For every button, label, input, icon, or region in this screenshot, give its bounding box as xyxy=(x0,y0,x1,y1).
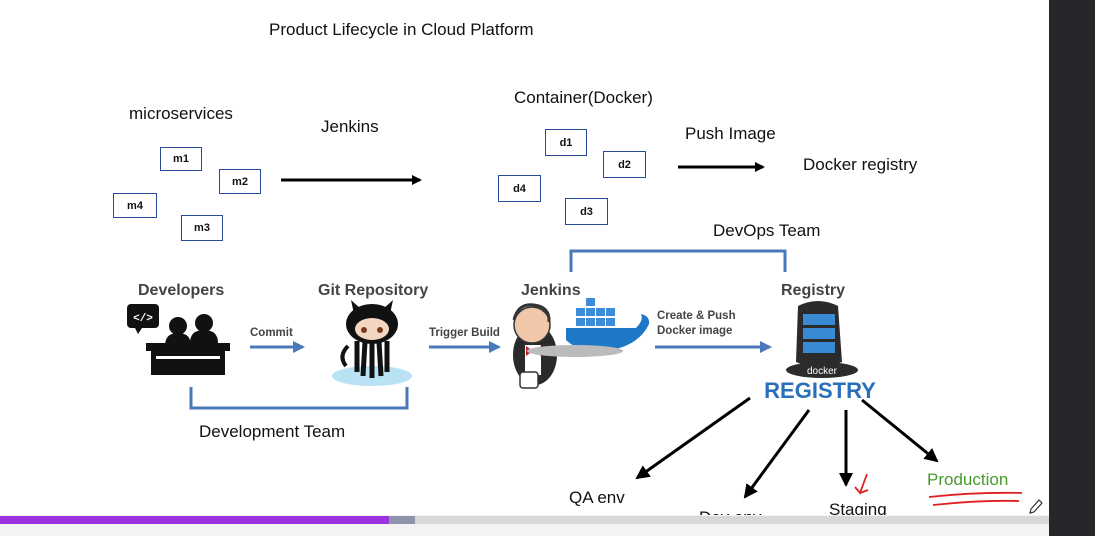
microservice-box-m3: m3 xyxy=(181,215,223,241)
diagram-graphics: </> dock xyxy=(127,162,1043,514)
docker-registry-label: Docker registry xyxy=(803,155,918,174)
microservices-label: microservices xyxy=(129,104,233,123)
production-label: Production xyxy=(927,470,1009,489)
qa-env-arrow xyxy=(635,396,751,480)
qa-env-label: QA env xyxy=(569,488,625,507)
jenkins-label: Jenkins xyxy=(321,117,379,136)
microservice-box-m2: m2 xyxy=(219,169,261,194)
dev-env-arrow xyxy=(743,409,811,499)
developers-label: Developers xyxy=(138,282,225,299)
right-sidebar xyxy=(1049,0,1095,536)
devops-team-label: DevOps Team xyxy=(713,221,821,240)
git-repository-label: Git Repository xyxy=(318,282,429,299)
page-title: Product Lifecycle in Cloud Platform xyxy=(269,20,534,39)
registry-logo-subtext: docker xyxy=(807,366,838,377)
developers-icon xyxy=(127,304,230,375)
commit-label: Commit xyxy=(250,327,293,339)
video-progress-buffered xyxy=(389,516,415,524)
github-octocat-icon xyxy=(332,300,412,386)
pen-cursor-icon xyxy=(1029,499,1043,514)
production-arrow xyxy=(861,398,939,463)
development-bracket xyxy=(189,387,409,410)
staging-label: Staging xyxy=(829,500,887,519)
devops-bracket xyxy=(569,249,787,272)
video-progress-track[interactable] xyxy=(0,516,1049,524)
docker-whale-icon xyxy=(527,298,650,357)
code-symbol: </> xyxy=(133,313,153,325)
push-image-label: Push Image xyxy=(685,124,776,143)
docker-registry-logo-icon xyxy=(786,301,858,378)
create-push-label-line2: Docker image xyxy=(657,325,733,337)
container-box-d2: d2 xyxy=(603,151,646,178)
microservice-box-m4: m4 xyxy=(113,193,157,218)
pipeline-jenkins-label: Jenkins xyxy=(521,282,581,299)
production-underline-annotation xyxy=(928,491,1023,506)
registry-label: Registry xyxy=(781,282,846,299)
container-box-d4: d4 xyxy=(498,175,541,202)
container-box-d1: d1 xyxy=(545,129,587,156)
video-progress-played[interactable] xyxy=(0,516,389,524)
trigger-build-label: Trigger Build xyxy=(429,327,500,339)
staging-check-annotation xyxy=(854,473,869,495)
registry-logo-text: REGISTRY xyxy=(764,378,876,403)
microservice-box-m1: m1 xyxy=(160,147,202,171)
create-push-label-line1: Create & Push xyxy=(657,310,736,322)
development-team-label: Development Team xyxy=(199,422,346,441)
container-docker-label: Container(Docker) xyxy=(514,88,653,107)
container-box-d3: d3 xyxy=(565,198,608,225)
